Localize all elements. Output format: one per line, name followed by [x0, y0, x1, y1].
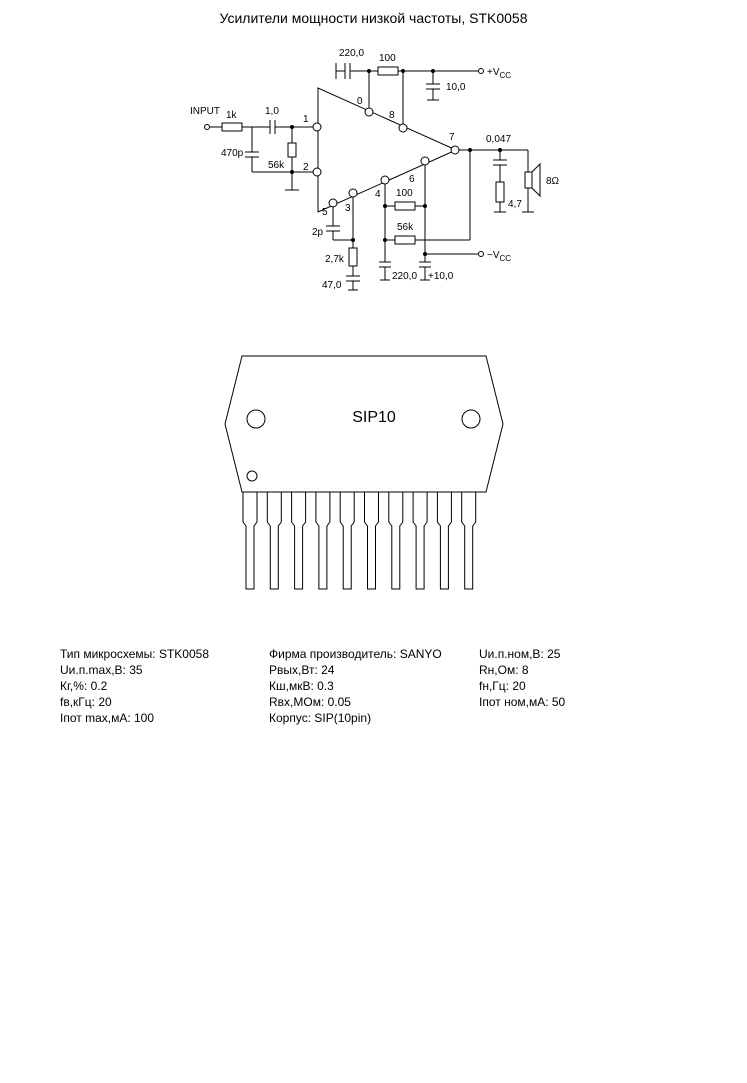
label-r-100-top: 100 [379, 53, 396, 64]
mounting-hole-left [246, 409, 266, 429]
package-lead [315, 492, 331, 590]
package-lead [291, 492, 307, 590]
specs-column-2: Фирма производитель: SANYO Pвых,Вт: 24 К… [269, 646, 442, 726]
label-c-2p: 2p [312, 227, 324, 238]
vcc-pos-terminal [478, 68, 484, 74]
spec-inom: Iпот ном,мА: 50 [479, 695, 566, 709]
spec-vnom: Uи.п.ном,В: 25 [479, 647, 561, 661]
resistor-56k-fb [394, 235, 416, 245]
label-r-4-7: 4,7 [508, 199, 522, 210]
pin-number-1: 1 [303, 114, 309, 125]
pin-number-3: 3 [345, 203, 351, 214]
spec-flow: fн,Гц: 20 [479, 679, 526, 693]
pin-0 [364, 107, 374, 117]
spec-pout: Pвых,Вт: 24 [269, 663, 335, 677]
pin-number-8: 8 [389, 110, 395, 121]
pin-6 [420, 156, 430, 166]
pin-number-0: 0 [357, 96, 363, 107]
sip10-package-body [224, 355, 504, 493]
pin-5 [328, 198, 338, 208]
resistor-56k-in [287, 142, 297, 158]
page-title: Усилители мощности низкой частоты, STK00… [219, 10, 528, 26]
label-vcc-neg: −VCC [487, 250, 511, 263]
pin-number-5: 5 [322, 207, 328, 218]
resistor-100-mid [394, 201, 416, 211]
label-c-220-bot: 220,0 [392, 271, 417, 282]
pin-number-4: 4 [375, 189, 381, 200]
resistor-4-7 [495, 181, 505, 203]
label-r-56k-fb: 56k [397, 222, 414, 233]
package-lead [364, 492, 379, 590]
package-lead [436, 492, 452, 590]
package-label: SIP10 [352, 409, 396, 426]
label-c-out: 0,047 [486, 134, 511, 145]
package-lead [388, 492, 404, 590]
spec-chip-type: Тип микросхемы: STK0058 [60, 647, 210, 661]
spec-fhigh: fв,кГц: 20 [60, 695, 112, 709]
label-c-10-bot: +10,0 [428, 271, 454, 282]
vcc-neg-terminal [478, 251, 484, 257]
label-c-10-vcc: 10,0 [446, 82, 466, 93]
spec-package: Корпус: SIP(10pin) [269, 711, 372, 725]
spec-manufacturer: Фирма производитель: SANYO [269, 647, 442, 661]
label-r-100-mid: 100 [396, 188, 413, 199]
pin-7 [450, 145, 460, 155]
spec-imax: Iпот max,мА: 100 [60, 711, 155, 725]
pin-number-7: 7 [449, 132, 455, 143]
spec-vmax: Uи.п.max,В: 35 [60, 663, 143, 677]
label-r-1k: 1k [226, 110, 238, 121]
pin-2 [312, 167, 322, 177]
resistor-100-top [377, 66, 399, 76]
label-r-2-7k: 2,7k [325, 254, 345, 265]
pin-8 [398, 123, 408, 133]
package-lead [242, 492, 258, 590]
input-terminal [204, 124, 210, 130]
label-c-47: 47,0 [322, 280, 342, 291]
mounting-hole-right [461, 409, 481, 429]
label-vcc-pos: +VCC [487, 67, 511, 80]
spec-rload: Rн,Ом: 8 [479, 663, 529, 677]
pin-number-2: 2 [303, 162, 309, 173]
label-c-470p: 470p [221, 148, 244, 159]
pin-3 [348, 188, 358, 198]
spec-rin: Rвх,МОм: 0.05 [269, 695, 351, 709]
speaker-icon [524, 171, 533, 189]
label-c-220-top: 220,0 [339, 48, 364, 59]
package-lead [339, 492, 355, 590]
label-c-in: 1,0 [265, 106, 279, 117]
pin-number-6: 6 [409, 174, 415, 185]
pin-1 [312, 122, 322, 132]
pin1-marker [246, 470, 258, 482]
label-input: INPUT [190, 106, 220, 117]
specs-column-1: Тип микросхемы: STK0058 Uи.п.max,В: 35 К… [60, 646, 209, 726]
package-leads [242, 492, 477, 590]
specs-column-3: Uи.п.ном,В: 25 Rн,Ом: 8 fн,Гц: 20 Iпот н… [479, 646, 565, 710]
label-speaker: 8Ω [546, 176, 560, 187]
spec-thd: Кг,%: 0.2 [60, 679, 108, 693]
pin-4 [380, 175, 390, 185]
package-lead [412, 492, 428, 590]
label-r-56k-in: 56k [268, 160, 285, 171]
package-lead [461, 492, 477, 590]
resistor-2-7k [348, 247, 358, 267]
package-lead [266, 492, 282, 590]
amplifier-symbol [317, 87, 458, 213]
spec-noise: Кш,мкВ: 0.3 [269, 679, 334, 693]
resistor-1k [221, 122, 243, 132]
